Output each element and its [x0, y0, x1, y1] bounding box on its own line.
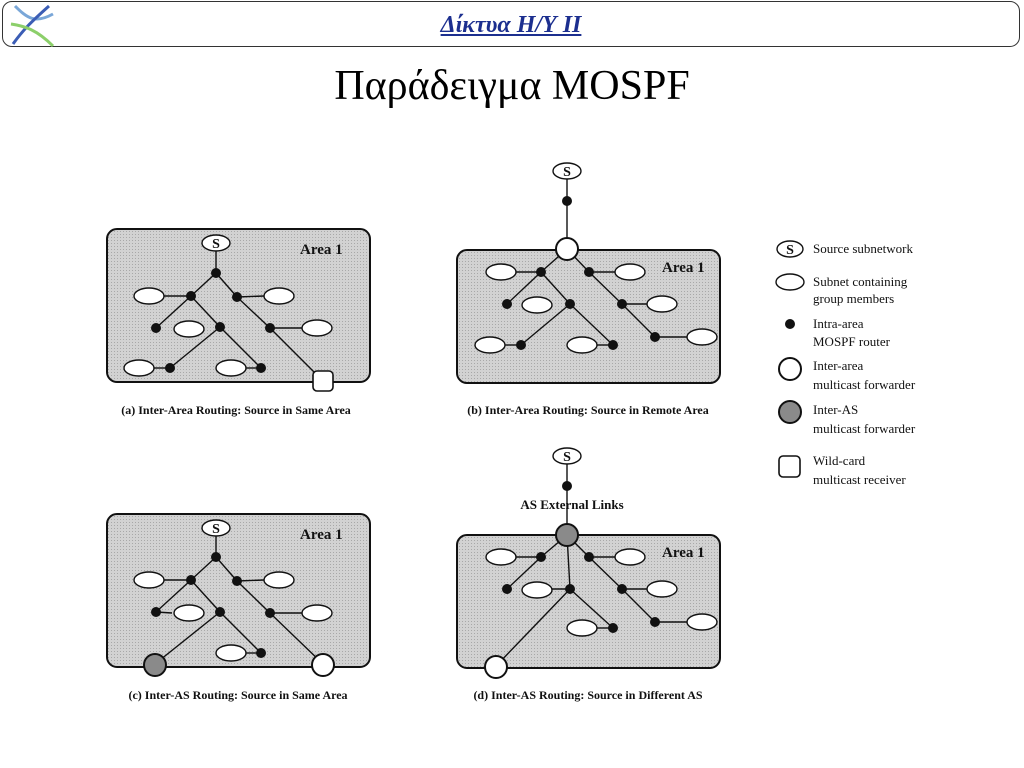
area-label: Area 1: [300, 242, 343, 258]
panel-b: Area 1: [456, 162, 721, 417]
legend-text: Wild-card: [813, 453, 866, 468]
source-label: S: [563, 450, 571, 465]
router-dots: [502, 196, 660, 350]
inter-area-forwarder: [311, 653, 335, 677]
legend-item-router: Intra-area MOSPF router: [785, 316, 891, 349]
source-symbol-icon: [776, 240, 804, 258]
source-label: S: [563, 165, 571, 180]
legend-item-wildcard: Wild-card multicast receiver: [778, 453, 906, 487]
logo-icon: [10, 4, 55, 48]
area-label: Area 1: [662, 260, 705, 276]
slide-title: Παράδειγμα MOSPF: [334, 63, 690, 109]
source-label: S: [212, 522, 220, 537]
area-box: [106, 513, 371, 668]
source-subnetwork: [552, 162, 582, 180]
subnet-ellipses: [474, 263, 718, 354]
router-dots: [502, 481, 660, 633]
area-label: Area 1: [300, 527, 343, 543]
inter-area-symbol-icon: [778, 357, 802, 381]
area-box: [456, 249, 721, 384]
subnet-symbol-icon: [775, 273, 805, 291]
legend-text: Subnet containing: [813, 274, 908, 289]
legend-item-inter-area: Inter-area multicast forwarder: [778, 357, 916, 392]
caption: (a) Inter-Area Routing: Source in Same A…: [121, 403, 351, 417]
router-dots: [151, 268, 275, 373]
legend-item-subnet: Subnet containing group members: [775, 273, 908, 306]
subnet-ellipses: [485, 548, 718, 637]
inter-area-forwarder: [555, 237, 579, 261]
caption: (d) Inter-AS Routing: Source in Differen…: [473, 688, 702, 702]
legend-text: MOSPF router: [813, 334, 891, 349]
legend-text: group members: [813, 291, 894, 306]
legend-item-inter-as: Inter-AS multicast forwarder: [778, 400, 916, 436]
legend-text: multicast forwarder: [813, 377, 916, 392]
router-dots: [151, 552, 275, 658]
subnet-ellipses: [133, 571, 333, 662]
area-label: Area 1: [662, 545, 705, 561]
external-links-label: AS External Links: [520, 497, 623, 512]
link-lines: [505, 178, 687, 346]
router-symbol-icon: [785, 319, 795, 329]
inter-as-forwarder: [555, 523, 579, 547]
legend-text: Source subnetwork: [813, 241, 914, 256]
legend-item-source: S Source subnetwork: [776, 240, 914, 258]
legend-text: Intra-area: [813, 316, 864, 331]
inter-as-forwarder: [143, 653, 167, 677]
legend-symbol-label: S: [786, 243, 794, 258]
legend-text: Inter-AS: [813, 402, 858, 417]
legend-text: multicast receiver: [813, 472, 906, 487]
legend-text: multicast forwarder: [813, 421, 916, 436]
header-title: Δίκτυα Η/Υ ΙΙ: [440, 12, 582, 38]
inter-as-symbol-icon: [778, 400, 802, 424]
header-bar: Δίκτυα Η/Υ ΙΙ: [2, 1, 1020, 48]
wildcard-receiver: [312, 370, 334, 392]
panel-c: Area 1: [106, 513, 371, 702]
subnet-ellipses: [123, 287, 333, 377]
source-label: S: [212, 237, 220, 252]
legend-text: Inter-area: [813, 358, 863, 373]
panel-a: Area 1: [106, 228, 371, 417]
source-subnetwork: [201, 234, 231, 252]
area-box: [456, 534, 721, 669]
panel-d: Area 1: [456, 447, 721, 702]
area-box: [106, 228, 371, 383]
source-subnetwork: [552, 447, 582, 465]
wildcard-symbol-icon: [778, 455, 801, 478]
link-lines: [154, 251, 323, 381]
source-subnetwork: [201, 519, 231, 537]
caption: (b) Inter-Area Routing: Source in Remote…: [467, 403, 709, 417]
caption: (c) Inter-AS Routing: Source in Same Are…: [128, 688, 347, 702]
legend: S Source subnetwork Subnet containing gr…: [775, 240, 916, 487]
inter-area-forwarder: [484, 655, 508, 679]
